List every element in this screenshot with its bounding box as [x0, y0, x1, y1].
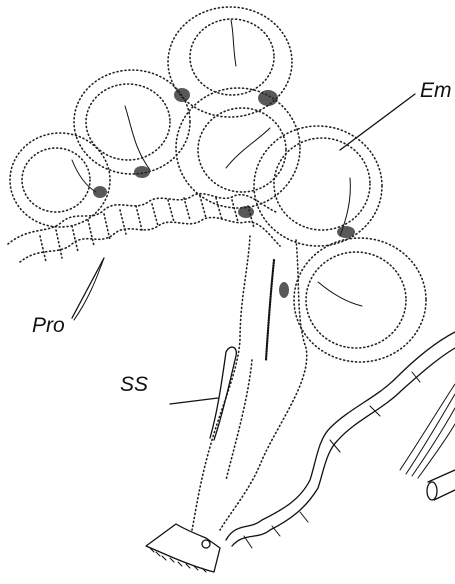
embryo-chamber-lower-right [294, 238, 426, 362]
leader-lines [72, 94, 415, 318]
detached-tube [427, 470, 455, 500]
junction-2 [258, 90, 278, 106]
embryo-chamber-middle [176, 88, 300, 208]
label-em: Em [420, 80, 452, 101]
junction-6 [337, 226, 355, 238]
junction-4 [93, 186, 107, 198]
stalk [192, 236, 307, 530]
ribbon-tube [226, 332, 455, 548]
embryo-chamber-upper-left [74, 70, 190, 174]
leader-line-pro [72, 258, 104, 318]
label-ss: SS [120, 374, 148, 395]
embryo-chambers [10, 7, 426, 362]
embryo-chamber-left [10, 133, 110, 227]
embryo-chamber-right [254, 126, 382, 246]
junction-1 [174, 88, 190, 102]
stalk-sheath [170, 347, 236, 440]
stipple-junctions [93, 88, 355, 298]
junction-3 [134, 166, 150, 178]
fiber-strands [400, 384, 455, 478]
label-pro: Pro [32, 315, 65, 336]
junction-5 [238, 206, 254, 218]
junction-7 [279, 282, 289, 298]
leader-line-em [340, 94, 415, 150]
basal-foot [146, 524, 220, 572]
